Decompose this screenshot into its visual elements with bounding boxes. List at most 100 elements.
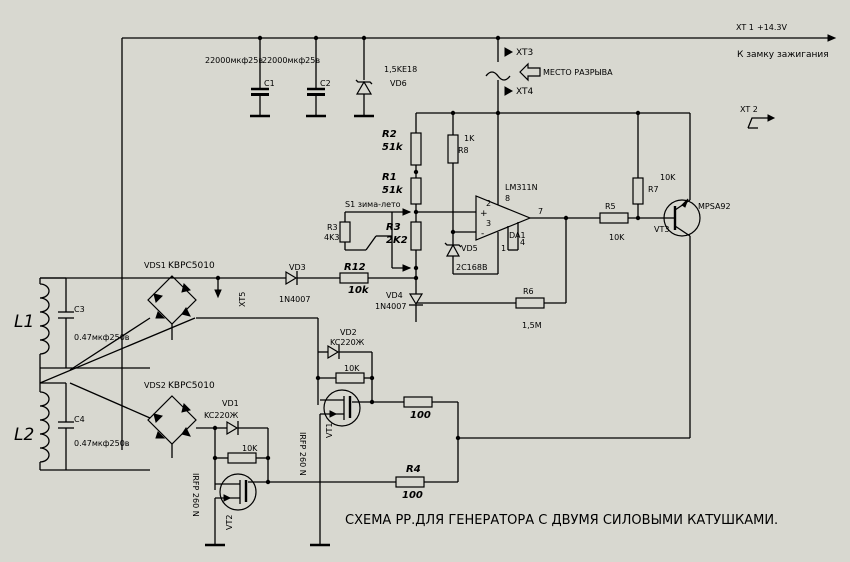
resistor-r8	[447, 113, 459, 245]
second-rail	[416, 110, 691, 200]
xt2-label: XT 2	[740, 105, 758, 114]
resistor-r5	[599, 212, 660, 224]
switch-s1	[339, 208, 412, 272]
c3-value: 0.47мкф250в	[74, 333, 130, 342]
zener-vd5	[444, 229, 498, 275]
pin1: 1	[501, 244, 506, 253]
r7-name: R7	[648, 185, 659, 194]
coil-l1	[39, 277, 150, 370]
r5-value: 10K	[609, 233, 625, 242]
xt3-label: XT3	[516, 48, 533, 58]
break-point	[485, 38, 541, 113]
r12-value: 10k	[348, 285, 370, 296]
top-rail	[121, 34, 837, 450]
capacitor-c2	[306, 38, 326, 118]
r6-name: R6	[523, 287, 534, 296]
pin8: 8	[505, 194, 510, 203]
sense-line	[40, 270, 419, 299]
r4-name: R4	[406, 464, 421, 475]
bridge-vds1	[147, 275, 319, 405]
vt3-name: VT3	[654, 225, 669, 234]
c1-name: C1	[264, 79, 275, 88]
c2-value: 22000мкф25в	[262, 56, 320, 65]
vd6-value: 1,5KE18	[384, 65, 417, 74]
irfp-a: IRFP 260 N	[298, 432, 307, 476]
r4-value: 100	[402, 490, 423, 501]
break-point-label: МЕСТО РАЗРЫВА	[543, 68, 613, 77]
da1-type: LM311N	[505, 183, 538, 192]
pin3: 3	[486, 219, 491, 228]
r3-name: R3	[386, 222, 401, 233]
c4-value: 0.47мкф250в	[74, 439, 130, 448]
divider-column	[408, 113, 424, 322]
r8-value: 1K	[464, 134, 475, 143]
da1-name: DA1	[509, 231, 526, 240]
l2-label: L2	[14, 425, 34, 445]
cross-wiring	[39, 317, 196, 419]
vt1-section	[310, 344, 690, 547]
vd4-name: VD4	[386, 291, 403, 300]
transistor-vt3	[660, 198, 701, 438]
r10k-b: 10K	[242, 444, 258, 453]
vd3-type: 1N4007	[279, 295, 310, 304]
vd2-name: VD2	[340, 328, 357, 337]
r1-value: 51k	[382, 185, 404, 196]
vd1-type: KC220Ж	[204, 411, 239, 420]
c3-name: C3	[74, 305, 85, 314]
c2-name: C2	[320, 79, 331, 88]
plus-sign: +	[480, 209, 488, 219]
pin2: 2	[486, 199, 491, 208]
xt1-voltage: +14.3V	[757, 23, 788, 32]
vd5-value: 2C168B	[456, 263, 487, 272]
vt1-label: VT1	[325, 423, 334, 438]
bridge-vds2	[147, 395, 215, 458]
resistor-r6	[416, 218, 567, 309]
r5-name: R5	[605, 202, 616, 211]
r8-name: R8	[458, 146, 469, 155]
vd5-name: VD5	[461, 244, 478, 253]
xt1-label: XT 1	[736, 23, 754, 32]
xt5-label: XT5	[238, 292, 247, 307]
pin4: 4	[520, 238, 525, 247]
r3b-value: 4K3	[324, 233, 339, 242]
r10k-a: 10K	[344, 364, 360, 373]
pin7: 7	[538, 207, 543, 216]
irfp-b: IRFP 260 N	[191, 473, 200, 517]
diode-vd6	[354, 38, 374, 118]
ignition-label: К замку зажигания	[737, 50, 829, 60]
vd2-type: KC220Ж	[330, 338, 365, 347]
s1-label: S1 зима-лето	[345, 200, 401, 209]
r3-value: 2K2	[386, 235, 408, 246]
schematic-title: СХЕМА РР.ДЛЯ ГЕНЕРАТОРА С ДВУМЯ СИЛОВЫМИ…	[345, 513, 778, 528]
vds1-type: KBPC5010	[168, 261, 215, 271]
vt2-section	[205, 420, 458, 547]
l1-label: L1	[14, 312, 34, 332]
vd4-type: 1N4007	[375, 302, 406, 311]
capacitor-c1	[250, 38, 270, 118]
c4-name: C4	[74, 415, 85, 424]
xt2-ground	[747, 114, 776, 129]
r7-value: 10K	[660, 173, 676, 182]
minus-sign: -	[481, 229, 484, 239]
vds2-name: VDS2	[144, 381, 166, 390]
coil-l2	[39, 382, 150, 471]
vd3-name: VD3	[289, 263, 306, 272]
c1-value: 22000мкф25в	[205, 56, 263, 65]
r6-value: 1,5M	[522, 321, 542, 330]
r1-name: R1	[382, 172, 397, 183]
resistor-r7	[632, 177, 644, 221]
comparator-da1	[416, 113, 600, 274]
r2-name: R2	[382, 129, 397, 140]
r3b-name: R3	[327, 223, 338, 232]
vt2-label: VT2	[225, 515, 234, 530]
vds1-name: VDS1	[144, 261, 166, 270]
vd1-name: VD1	[222, 399, 239, 408]
vds2-type: KBPC5010	[168, 381, 215, 391]
vd6-name: VD6	[390, 79, 407, 88]
vt3-type: MPSA92	[698, 202, 731, 211]
r2-value: 51k	[382, 142, 404, 153]
r12-name: R12	[344, 262, 366, 273]
r100-a: 100	[410, 410, 431, 421]
